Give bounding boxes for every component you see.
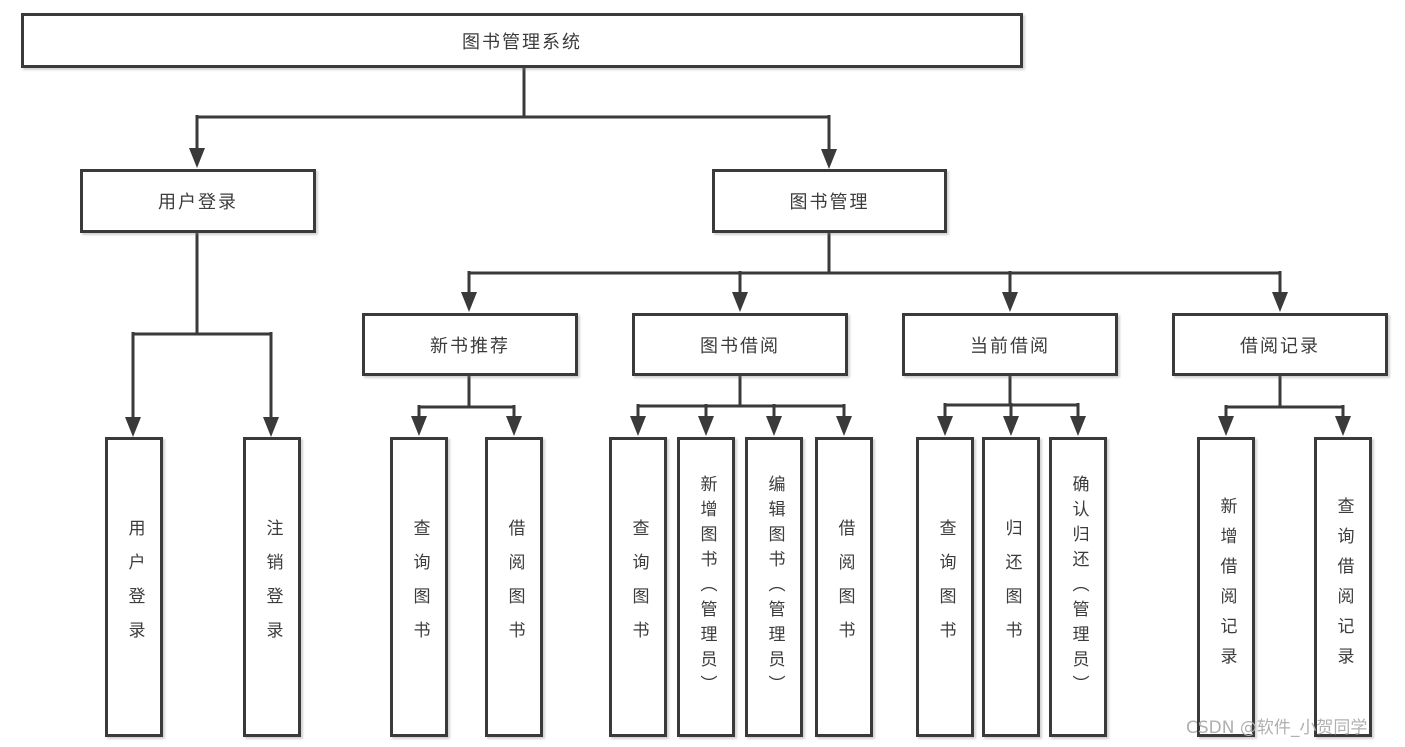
node-book-borrow: 图书借阅 <box>632 313 848 376</box>
arrowheads <box>125 148 1351 437</box>
node-book-management-label: 图书管理 <box>789 192 870 213</box>
leaf-nb-borrow-books: 借阅图书 <box>485 437 543 737</box>
leaf-nb-query-books-label: 查询图书 <box>409 519 430 655</box>
leaf-cb-confirm-return-admin: 确认归还（管理员） <box>1049 437 1107 737</box>
leaf-cb-return-books-label: 归还图书 <box>1001 519 1022 655</box>
leaf-user-login: 用户登录 <box>105 437 163 737</box>
leaf-br-query-record-label: 查询借阅记录 <box>1333 497 1354 677</box>
leaf-user-login-label: 用户登录 <box>124 519 145 655</box>
node-book-borrow-label: 图书借阅 <box>700 335 780 357</box>
node-user-login: 用户登录 <box>80 169 316 233</box>
leaf-br-query-record: 查询借阅记录 <box>1314 437 1372 737</box>
node-root: 图书管理系统 <box>21 13 1023 68</box>
leaf-bb-borrow-books: 借阅图书 <box>815 437 873 737</box>
leaf-cb-query-books-label: 查询图书 <box>935 519 956 655</box>
leaf-cb-return-books: 归还图书 <box>982 437 1040 737</box>
node-borrow-records-label: 借阅记录 <box>1240 335 1320 357</box>
node-new-book-recommend-label: 新书推荐 <box>430 335 510 357</box>
leaf-nb-query-books: 查询图书 <box>390 437 448 737</box>
leaf-logout: 注销登录 <box>243 437 301 737</box>
leaf-logout-label: 注销登录 <box>262 519 283 655</box>
leaf-br-add-record: 新增借阅记录 <box>1197 437 1255 737</box>
node-current-borrow: 当前借阅 <box>902 313 1118 376</box>
node-borrow-records: 借阅记录 <box>1172 313 1388 376</box>
leaf-nb-borrow-books-label: 借阅图书 <box>504 519 525 655</box>
node-book-management: 图书管理 <box>712 169 947 233</box>
node-new-book-recommend: 新书推荐 <box>362 313 578 376</box>
leaf-bb-query-books: 查询图书 <box>609 437 667 737</box>
node-current-borrow-label: 当前借阅 <box>970 335 1050 357</box>
leaf-bb-add-books-admin-label: 新增图书（管理员） <box>696 474 717 700</box>
leaf-bb-borrow-books-label: 借阅图书 <box>834 519 855 655</box>
csdn-watermark: CSDN @软件_小贺同学 <box>1186 718 1368 738</box>
leaf-cb-confirm-return-admin-label: 确认归还（管理员） <box>1068 474 1089 700</box>
leaf-bb-add-books-admin: 新增图书（管理员） <box>677 437 735 737</box>
leaf-br-add-record-label: 新增借阅记录 <box>1216 497 1237 677</box>
leaf-bb-edit-books-admin-label: 编辑图书（管理员） <box>764 474 785 700</box>
node-user-login-label: 用户登录 <box>158 192 238 213</box>
node-root-label: 图书管理系统 <box>462 31 582 53</box>
leaf-cb-query-books: 查询图书 <box>916 437 974 737</box>
leaf-bb-query-books-label: 查询图书 <box>628 519 649 655</box>
leaf-bb-edit-books-admin: 编辑图书（管理员） <box>745 437 803 737</box>
